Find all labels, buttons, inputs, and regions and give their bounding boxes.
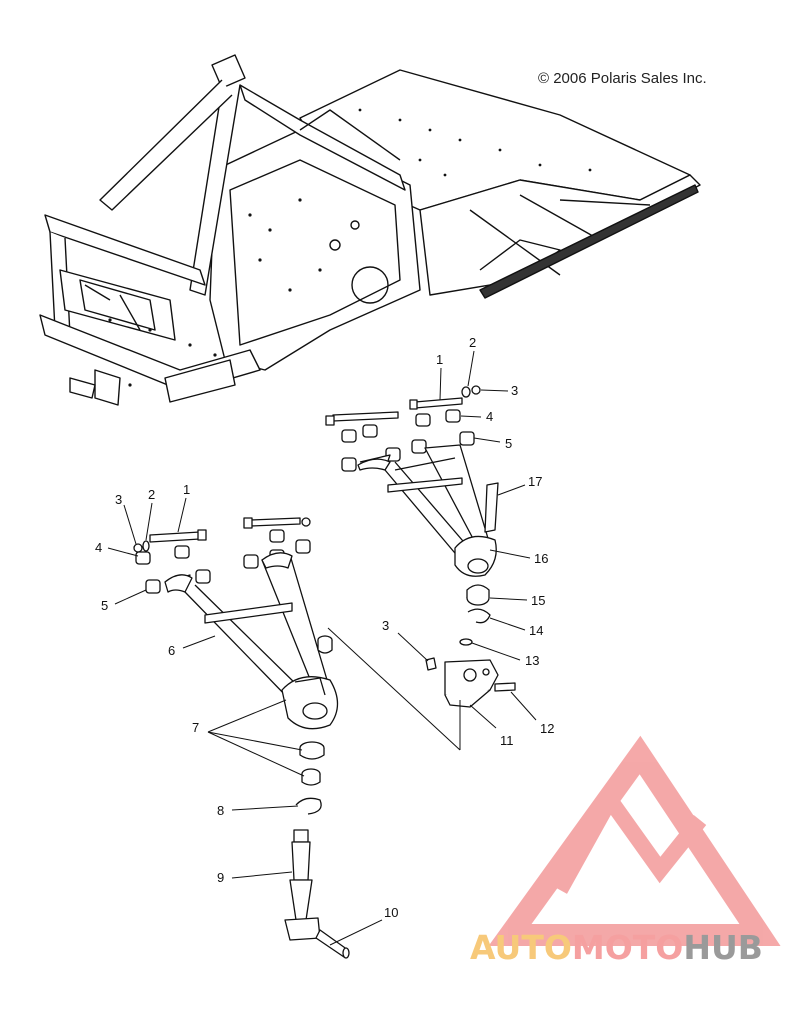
callout-11: 11 xyxy=(500,733,514,748)
callout-5-lower: 5 xyxy=(101,598,108,613)
callout-4-lower: 4 xyxy=(95,540,102,555)
callout-9: 9 xyxy=(217,870,224,885)
callout-1-upper: 1 xyxy=(436,352,443,367)
callout-15: 15 xyxy=(531,593,545,608)
automotohub-logo-icon xyxy=(488,735,781,946)
callout-3-upper: 3 xyxy=(511,383,518,398)
watermark-moto: MOTO xyxy=(571,928,684,967)
callout-4-upper: 4 xyxy=(486,409,493,424)
watermark-auto: AUTO xyxy=(470,928,572,967)
spindle-bracket xyxy=(425,657,516,708)
upper-a-arm-assembly xyxy=(325,385,499,646)
watermark-hub: HUB xyxy=(683,928,763,967)
callout-12: 12 xyxy=(540,721,554,736)
leader-lines xyxy=(107,350,537,946)
callout-14: 14 xyxy=(529,623,543,638)
callout-1-lower: 1 xyxy=(183,482,190,497)
chassis-frame xyxy=(39,54,701,406)
callout-8: 8 xyxy=(217,803,224,818)
callout-numbers: 1 2 3 4 5 17 16 15 14 13 12 11 3 3 2 1 4… xyxy=(95,335,554,920)
callout-7: 7 xyxy=(192,720,199,735)
lower-a-arm-assembly xyxy=(133,517,350,959)
callout-16: 16 xyxy=(534,551,548,566)
callout-3-spindle: 3 xyxy=(382,618,389,633)
callout-6: 6 xyxy=(168,643,175,658)
callout-10: 10 xyxy=(384,905,398,920)
callout-17: 17 xyxy=(528,474,542,489)
callout-3-lower: 3 xyxy=(115,492,122,507)
callout-5-upper: 5 xyxy=(505,436,512,451)
watermark-text: AUTOMOTOHUB xyxy=(470,928,800,968)
copyright-notice: © 2006 Polaris Sales Inc. xyxy=(538,70,707,87)
callout-2-lower: 2 xyxy=(148,487,155,502)
callout-2-upper: 2 xyxy=(469,335,476,350)
callout-13: 13 xyxy=(525,653,539,668)
